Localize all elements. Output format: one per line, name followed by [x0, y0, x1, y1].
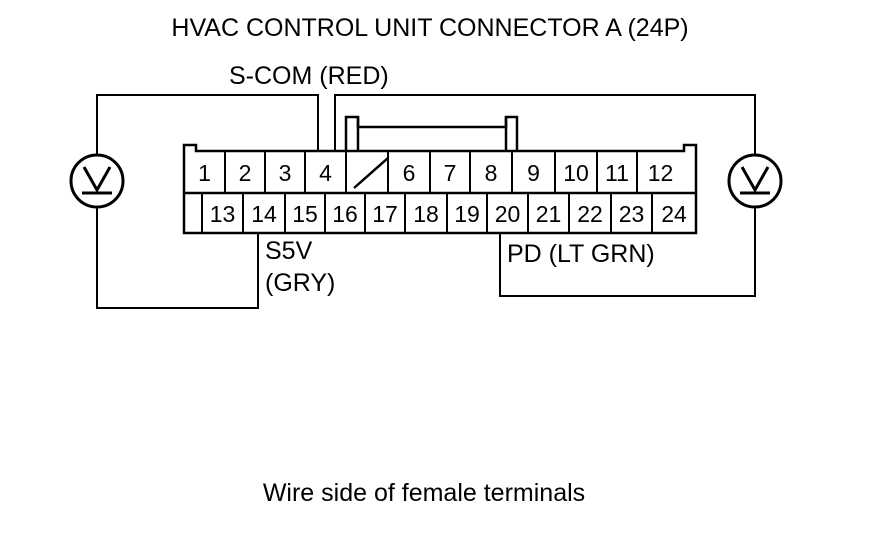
terminal-number: 1	[198, 160, 211, 186]
terminal-number: 12	[648, 160, 674, 186]
terminal-number: 18	[413, 201, 439, 227]
s5v-color-label: (GRY)	[265, 269, 335, 297]
terminal-number: 24	[661, 201, 687, 227]
voltmeter-icon	[727, 153, 783, 209]
terminal-number: 15	[292, 201, 318, 227]
terminal-number: 20	[495, 201, 521, 227]
terminal-number: 13	[210, 201, 236, 227]
terminal-number: 7	[444, 160, 457, 186]
terminal-number: 16	[332, 201, 358, 227]
terminal-number: 8	[485, 160, 498, 186]
s-com-label: S-COM (RED)	[229, 62, 389, 90]
locking-tab	[344, 115, 519, 151]
terminal-number: 4	[319, 160, 332, 186]
terminal-number: 2	[239, 160, 252, 186]
voltmeter-icon	[69, 153, 125, 209]
terminal-number: 9	[527, 160, 540, 186]
terminal-number: 23	[619, 201, 645, 227]
meter-return-wire	[334, 94, 756, 155]
s-com-wire	[96, 94, 319, 155]
terminal-number: 6	[403, 160, 416, 186]
pd-label: PD (LT GRN)	[507, 240, 655, 268]
s5v-label: S5V	[265, 237, 313, 265]
terminal-number: 17	[372, 201, 398, 227]
wiring	[96, 94, 756, 309]
terminal-number: 11	[605, 160, 629, 186]
terminal-number: 19	[454, 201, 480, 227]
blank-terminal-slash	[353, 157, 389, 189]
terminal-number: 22	[577, 201, 603, 227]
s5v-wire	[96, 207, 259, 309]
terminal-number: 14	[251, 201, 277, 227]
pd-wire	[499, 207, 756, 297]
terminal-number: 10	[563, 160, 589, 186]
diagram-title: HVAC CONTROL UNIT CONNECTOR A (24P)	[171, 14, 688, 42]
terminal-number: 3	[279, 160, 292, 186]
terminal-cells	[201, 151, 653, 233]
terminal-number: 21	[536, 201, 562, 227]
diagram-caption: Wire side of female terminals	[263, 479, 585, 507]
